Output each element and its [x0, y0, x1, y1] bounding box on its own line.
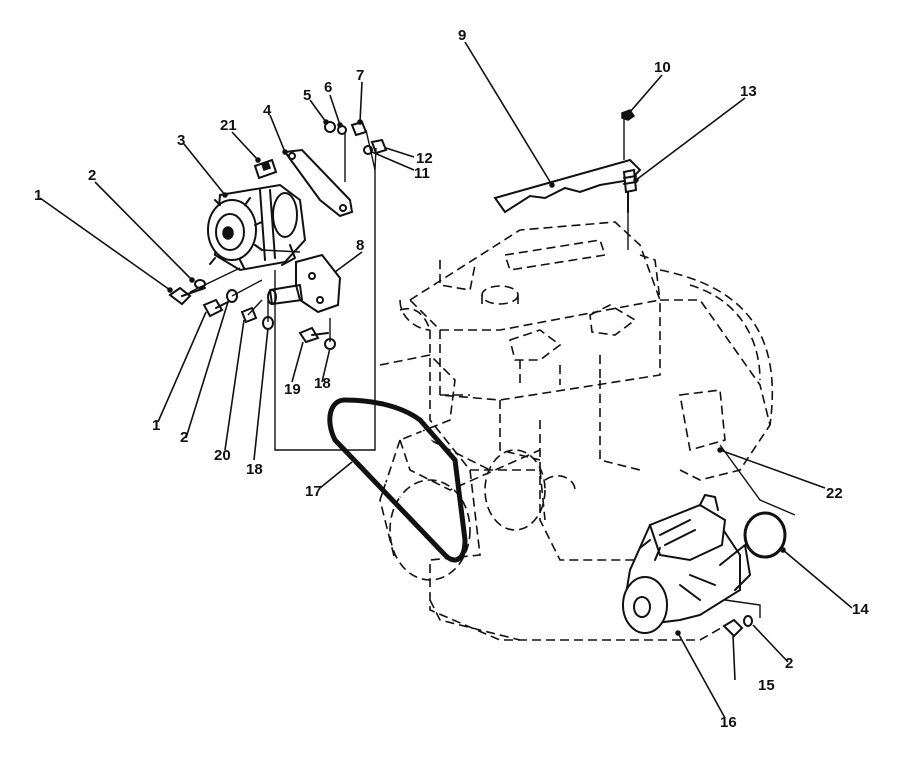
fan-pulley-assembly — [379, 354, 546, 581]
callout-18-lower: 18 — [246, 461, 263, 478]
starter-fasteners — [722, 615, 753, 638]
callout-1: 1 — [34, 187, 42, 204]
callout-6: 6 — [324, 79, 332, 96]
callout-2-starter: 2 — [785, 655, 793, 672]
callout-9: 9 — [458, 27, 466, 44]
v-belt — [327, 397, 468, 563]
callout-17: 17 — [305, 483, 322, 500]
fasteners — [168, 120, 388, 350]
exhaust-gasket — [493, 158, 642, 214]
callout-7: 7 — [356, 67, 364, 84]
callout-8: 8 — [356, 237, 364, 254]
callout-18: 18 — [314, 375, 331, 392]
callout-14: 14 — [852, 601, 869, 618]
callout-13: 13 — [740, 83, 757, 100]
callout-11: 11 — [414, 165, 430, 182]
leader-lines — [39, 41, 853, 719]
cap — [621, 109, 636, 121]
callout-20: 20 — [214, 447, 231, 464]
callout-3: 3 — [177, 132, 185, 149]
o-ring — [743, 511, 787, 559]
callout-labels: 1 2 3 21 4 5 6 7 12 11 8 9 10 13 1 2 20 … — [34, 27, 869, 731]
callout-22: 22 — [826, 485, 843, 502]
callout-5: 5 — [303, 87, 311, 104]
callout-2: 2 — [88, 167, 96, 184]
assembly-guide-lines — [189, 118, 796, 618]
callout-4: 4 — [263, 102, 272, 119]
callout-15: 15 — [758, 677, 775, 694]
callout-21: 21 — [220, 117, 237, 134]
mounting-bracket — [267, 253, 342, 314]
callout-10: 10 — [654, 59, 671, 76]
starter-motor — [622, 494, 751, 634]
adjusting-link — [283, 148, 354, 218]
callout-1-lower: 1 — [152, 417, 160, 434]
connector — [253, 158, 278, 180]
callout-12: 12 — [416, 150, 433, 167]
leader-dots — [167, 119, 786, 636]
sensor-plug — [622, 168, 638, 213]
engine-block-outline — [399, 221, 774, 641]
alternator — [207, 183, 307, 272]
callout-19: 19 — [284, 381, 301, 398]
callout-2-lower: 2 — [180, 429, 188, 446]
callout-16: 16 — [720, 714, 737, 731]
